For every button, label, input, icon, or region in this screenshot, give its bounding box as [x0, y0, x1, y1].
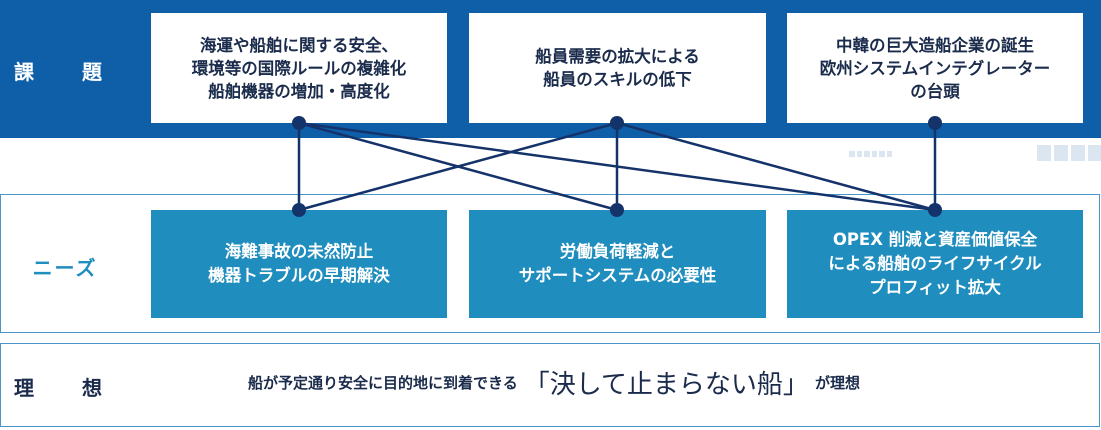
connection-line: [298, 121, 618, 212]
issue-node-dot: [928, 116, 942, 130]
need-node-dot: [292, 203, 306, 217]
ideal-row-label: 理 想: [14, 376, 116, 400]
decorative-blocks: [1037, 145, 1101, 161]
issue-node-dot: [610, 116, 624, 130]
need-box-1: 海難事故の未然防止 機器トラブルの早期解決: [151, 210, 447, 318]
connection-line: [616, 121, 936, 212]
issue-box-3: 中韓の巨大造船企業の誕生 欧州システムインテグレーター の台頭: [787, 13, 1083, 123]
issue-box-2: 船員需要の拡大による 船員のスキルの低下: [469, 13, 766, 123]
needs-row-label: ニーズ: [32, 256, 98, 280]
issue-box-1: 海運や船舶に関する安全、 環境等の国際ルールの複雑化 船舶機器の増加・高度化: [151, 13, 447, 123]
need-node-dot: [610, 203, 624, 217]
ideal-highlight: 「決して止まらない船」: [523, 369, 809, 400]
need-box-3: OPEX 削減と資産価値保全 による船舶のライフサイクル プロフィット拡大: [787, 210, 1083, 318]
ideal-prefix: 船が予定通り安全に目的地に到着できる: [248, 373, 518, 392]
ideal-suffix: が理想: [814, 373, 860, 392]
ideal-statement: 船が予定通り安全に目的地に到着できる 「決して止まらない船」 が理想: [248, 362, 860, 402]
ideal-frame: [0, 343, 1100, 427]
decorative-dots: [849, 151, 892, 157]
need-box-2: 労働負荷軽減と サポートシステムの必要性: [469, 210, 766, 318]
issues-row-label: 課 題: [14, 60, 116, 84]
need-node-dot: [928, 203, 942, 217]
issue-node-dot: [292, 116, 306, 130]
